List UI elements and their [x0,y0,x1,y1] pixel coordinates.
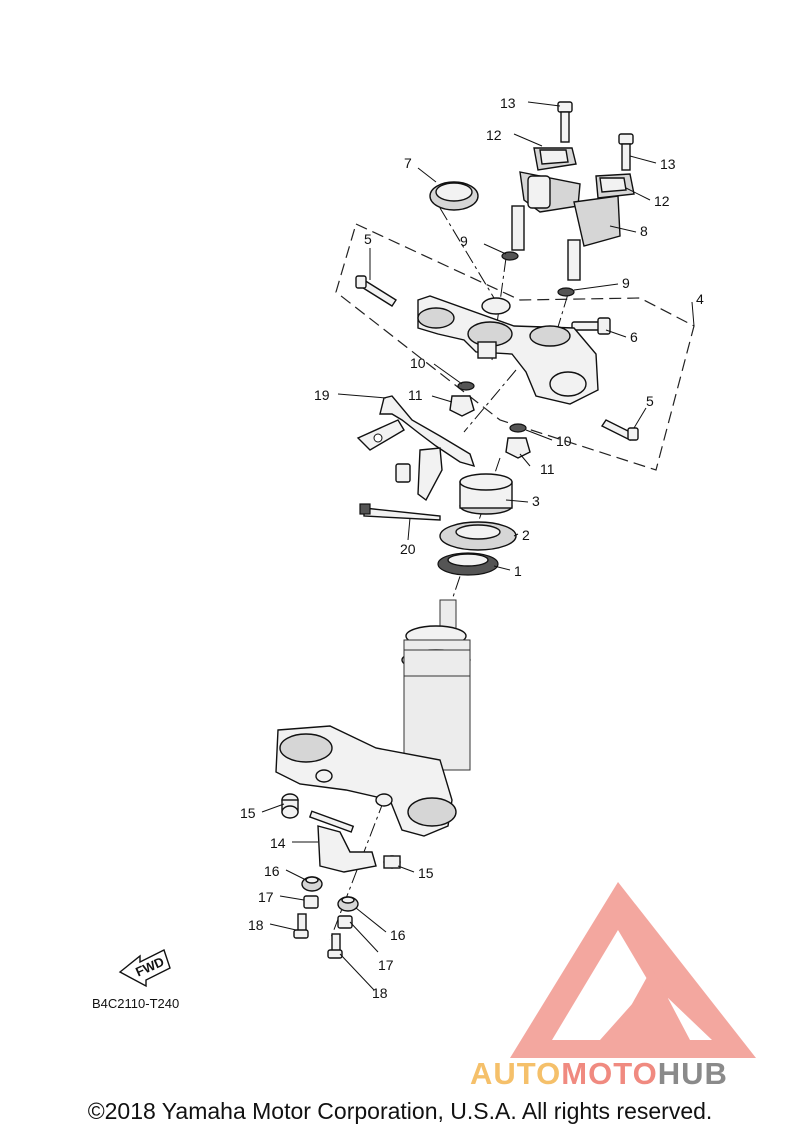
centerline [463,369,517,433]
callout-18: 18 [248,917,264,933]
handlebar-bolt-left [557,101,573,143]
callout-10: 10 [410,355,426,371]
grommet [301,876,323,892]
callout-5: 5 [364,231,372,247]
watermark-brand: AUTOMOTOHUB [470,1056,728,1092]
automotohub-logo-icon [510,882,756,1058]
lower-bracket [275,599,471,837]
callout-8: 8 [640,223,648,239]
spacer [303,895,319,909]
copyright-notice: ©2018 Yamaha Motor Corporation, U.S.A. A… [87,1098,713,1124]
cable-guide-bracket [356,395,476,502]
callout-12: 12 [654,193,670,209]
figure-code: B4C2110-T240 [92,996,179,1011]
callout-20: 20 [400,541,416,557]
fwd-arrow-icon: FWD [118,949,171,988]
dust-seal [439,521,517,551]
upper-handlebar-holder-left [533,147,577,171]
callout-6: 6 [630,329,638,345]
bolt [293,913,309,939]
callout-18: 18 [372,985,388,1001]
callout-16: 16 [264,863,280,879]
callout-17: 17 [378,957,394,973]
pinch-bolt-right [600,419,639,441]
brand-auto: AUTO [470,1056,562,1091]
bolt [327,933,343,959]
collar-small [281,793,299,819]
cable-tie [359,503,441,521]
callout-3: 3 [532,493,540,509]
washer [557,287,575,297]
callout-12: 12 [486,127,502,143]
callout-11: 11 [540,461,555,477]
leader-lines [261,101,695,991]
handlebar-bolt-right [618,133,634,171]
callout-7: 7 [404,155,412,171]
assembly-outline [335,223,695,471]
nut [449,395,475,417]
spacer [337,915,353,929]
callout-16: 16 [390,927,406,943]
collar-small [383,855,401,869]
callout-11: 11 [408,387,423,403]
callout-15: 15 [240,805,256,821]
brake-hose-bracket [308,810,377,873]
brand-hub: HUB [657,1056,728,1091]
brand-moto: MOTO [561,1056,658,1091]
upper-bracket [417,295,599,405]
callout-9: 9 [460,233,468,249]
callout-4: 4 [696,291,704,307]
steering-stem-bolt [571,317,611,335]
pinch-bolt-left [355,275,397,307]
lower-handlebar-holder-left [511,171,581,251]
callout-numbers: 13 12 13 12 7 8 9 9 5 4 6 5 10 11 19 10 … [240,95,704,1001]
callout-13: 13 [500,95,516,111]
lower-handlebar-holder-right [567,195,621,281]
callout-14: 14 [270,835,286,851]
callout-19: 19 [314,387,330,403]
centerline [439,207,495,299]
cap-plate [429,181,479,211]
callout-9: 9 [622,275,630,291]
callout-2: 2 [522,527,530,543]
callout-10: 10 [556,433,572,449]
grommet [337,896,359,912]
callout-13: 13 [660,156,676,172]
nut [505,437,531,459]
bearing [437,552,499,576]
upper-handlebar-holder-right [595,173,635,199]
callout-5: 5 [646,393,654,409]
washer [509,423,527,433]
callout-1: 1 [514,563,522,579]
collar [459,473,513,515]
callout-17: 17 [258,889,274,905]
callout-15: 15 [418,865,434,881]
